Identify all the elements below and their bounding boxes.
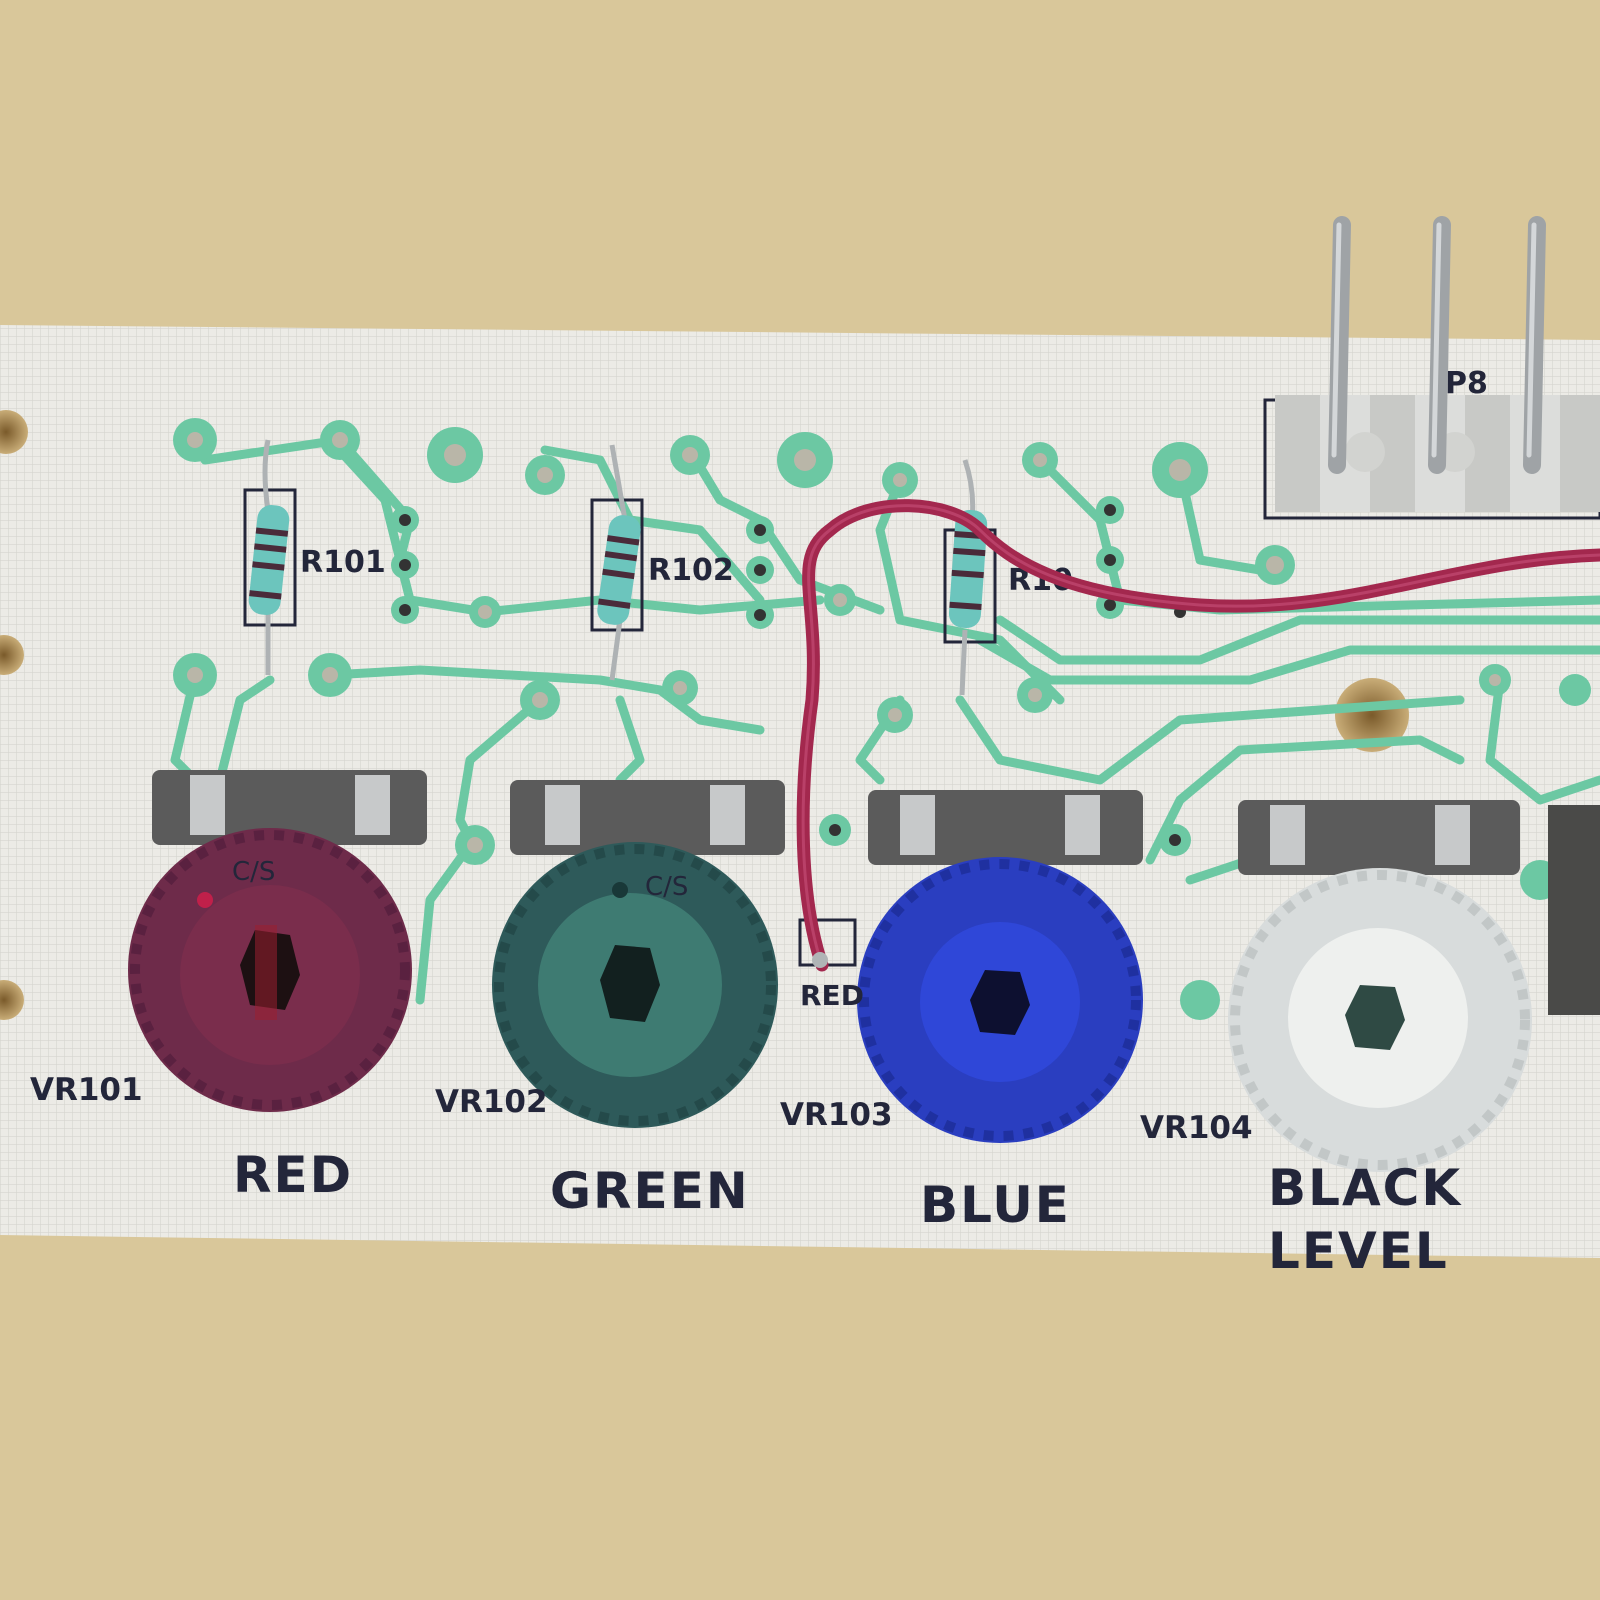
jumper-wire: RED [796, 499, 1600, 1012]
pot-vr102[interactable]: C/S [492, 780, 785, 1128]
pot-label-black: BLACK [1268, 1159, 1462, 1217]
resistor-label-r101: R101 [300, 545, 386, 580]
jumper-label: RED [800, 979, 864, 1012]
pot-cap-mark: C/S [232, 857, 275, 887]
pot-label-green: GREEN [550, 1162, 750, 1220]
resistor-label-r102: R102 [648, 553, 734, 588]
pin-header-connector: P8 [1263, 216, 1600, 520]
pot-ref-vr102: VR102 [435, 1084, 548, 1120]
solder-pads [173, 418, 1591, 1020]
pot-label-blue: BLUE [920, 1176, 1071, 1234]
pot-vr104[interactable] [1228, 800, 1532, 1172]
pot-vr103[interactable] [857, 790, 1143, 1143]
pot-ref-vr104: VR104 [1140, 1110, 1253, 1146]
pot-cap-mark: C/S [645, 872, 688, 902]
pot-vr101[interactable]: C/S [128, 770, 427, 1112]
edge-component [1548, 805, 1600, 1015]
mounting-hole [1335, 678, 1409, 752]
pot-ref-vr103: VR103 [780, 1097, 893, 1133]
resistor-r102: R102 [590, 444, 734, 681]
pot-ref-vr101: VR101 [30, 1072, 143, 1108]
pot-label-red: RED [233, 1146, 353, 1204]
pot-label-level: LEVEL [1268, 1222, 1449, 1280]
resistor-r101: R101 [243, 439, 386, 675]
